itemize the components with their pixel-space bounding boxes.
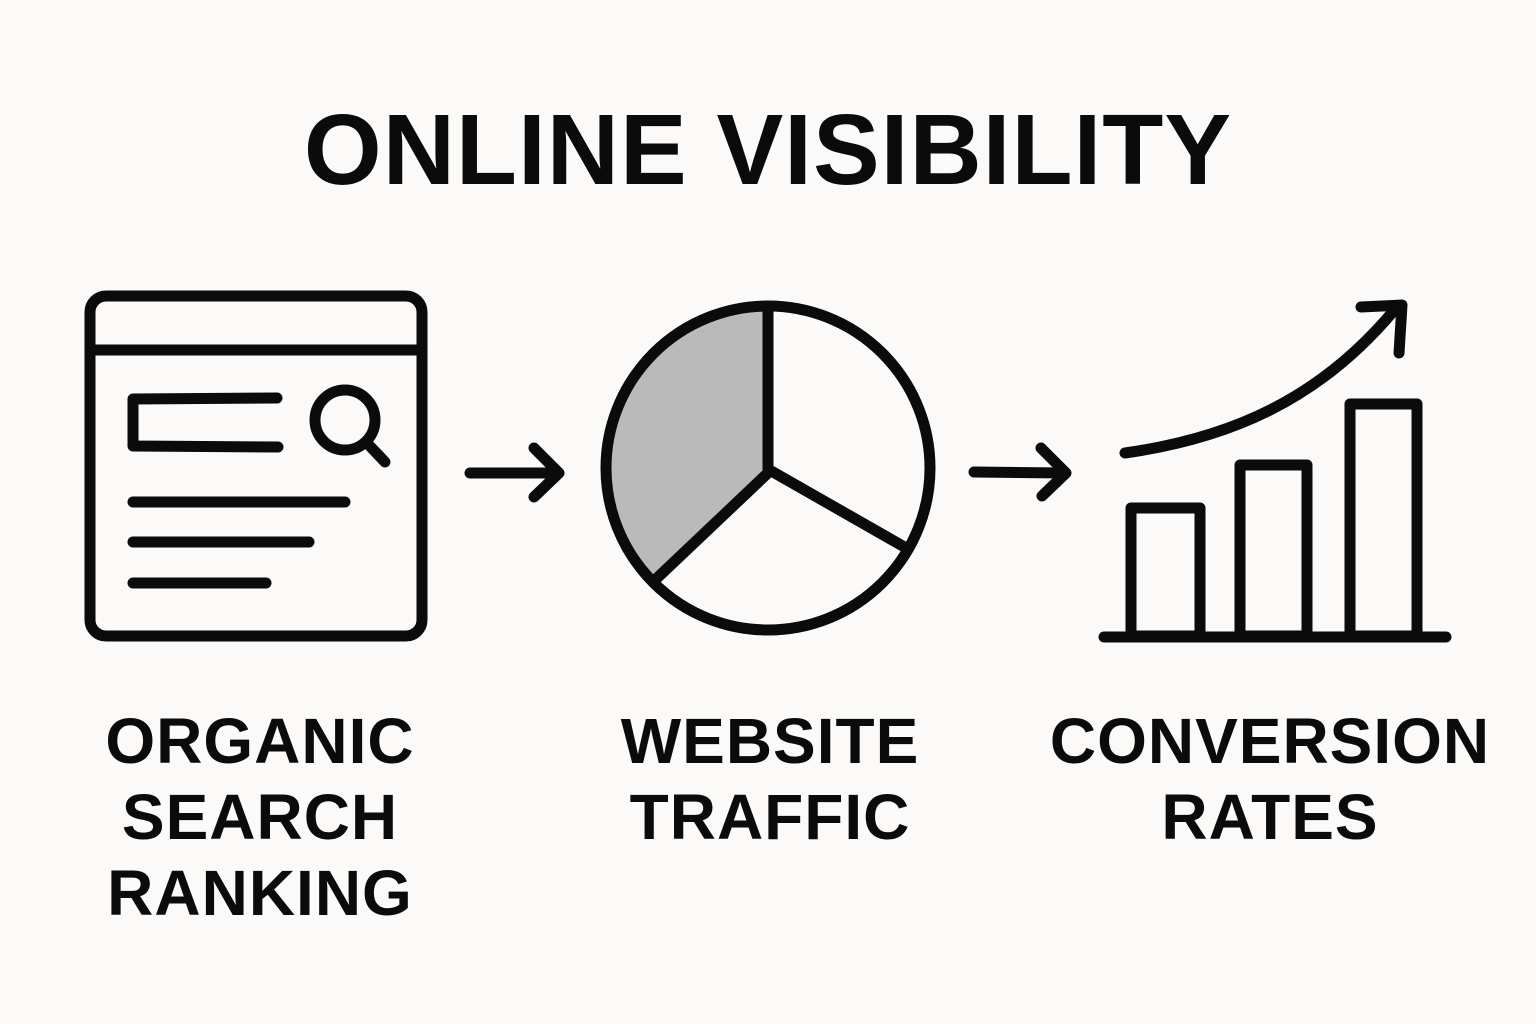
pie-chart-icon <box>600 300 936 636</box>
label-organic-search-ranking: ORGANIC SEARCH RANKING <box>60 703 460 931</box>
browser-window-frame <box>84 290 428 642</box>
magnifier-lens <box>309 384 381 456</box>
arrow-right-icon <box>464 442 565 503</box>
label-line: RATES <box>1161 781 1379 853</box>
pie-divider-left <box>651 467 774 584</box>
label-line: TRAFFIC <box>629 781 911 853</box>
bar-2 <box>1234 459 1313 642</box>
bar-3 <box>1344 398 1423 642</box>
growth-trend-line <box>1119 302 1402 459</box>
growth-arrowhead <box>1355 299 1408 359</box>
label-website-traffic: WEBSITE TRAFFIC <box>570 703 970 855</box>
search-box-shape <box>127 392 284 453</box>
label-line: RANKING <box>107 857 413 929</box>
arrow-right-icon <box>968 442 1072 502</box>
label-conversion-rates: CONVERSION RATES <box>1040 703 1500 855</box>
bar-chart-growth-icon <box>1098 299 1452 643</box>
label-line: SEARCH <box>121 781 399 853</box>
label-line: WEBSITE <box>620 705 920 777</box>
diagram-title: ONLINE VISIBILITY <box>303 94 1233 206</box>
bar-1 <box>1125 502 1206 642</box>
label-line: CONVERSION <box>1049 705 1491 777</box>
browser-search-icon <box>84 290 428 642</box>
pie-slice-highlighted <box>606 306 768 582</box>
pie-divider-right <box>763 463 911 554</box>
pie-outline <box>600 300 936 636</box>
label-line: ORGANIC <box>105 705 415 777</box>
magnifier-handle <box>360 436 391 468</box>
